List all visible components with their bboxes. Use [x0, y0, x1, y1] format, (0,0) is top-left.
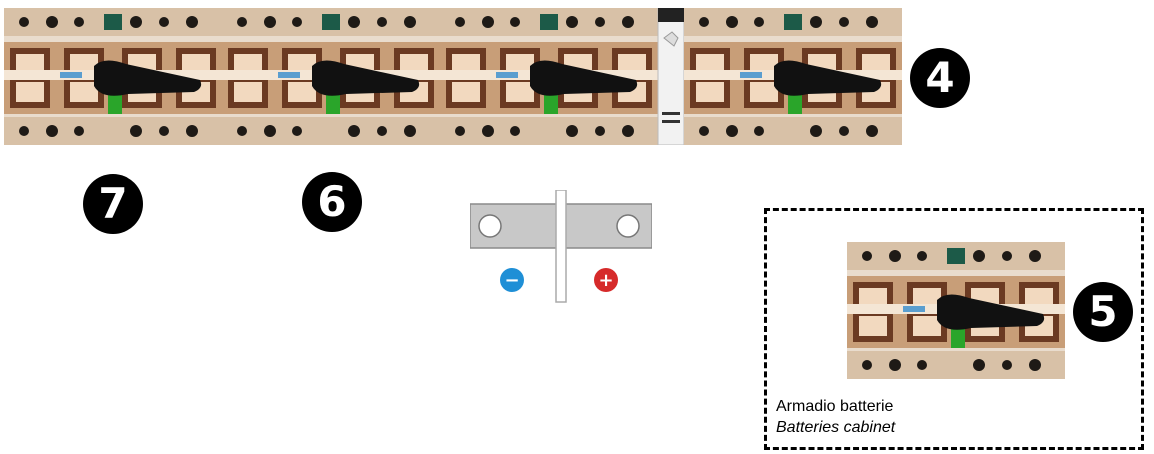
badge-5: 5: [1073, 282, 1133, 342]
plus-terminal-icon: +: [594, 268, 618, 292]
plus-symbol: +: [598, 270, 613, 291]
switch-module-4: [684, 8, 902, 145]
busbar: − +: [470, 190, 652, 310]
cabinet-disconnector: [847, 242, 1065, 379]
disconnector-strip: [4, 8, 904, 145]
switch-module-2: [222, 8, 440, 145]
busbar-icon: − +: [470, 190, 652, 310]
cabinet-label-english: Batteries cabinet: [776, 417, 895, 438]
badge-6: 6: [302, 172, 362, 232]
disconnector-switch-icon: [847, 242, 1065, 379]
cabinet-label: Armadio batterie Batteries cabinet: [776, 396, 895, 438]
cabinet-label-italian: Armadio batterie: [776, 396, 895, 417]
disconnector-strip-graphic: [4, 8, 904, 145]
badge-4: 4: [910, 48, 970, 108]
switch-module-3: [440, 8, 658, 145]
switch-module-1: [4, 8, 222, 145]
minus-terminal-icon: −: [500, 268, 524, 292]
minus-symbol: −: [504, 270, 519, 291]
badge-7: 7: [83, 174, 143, 234]
